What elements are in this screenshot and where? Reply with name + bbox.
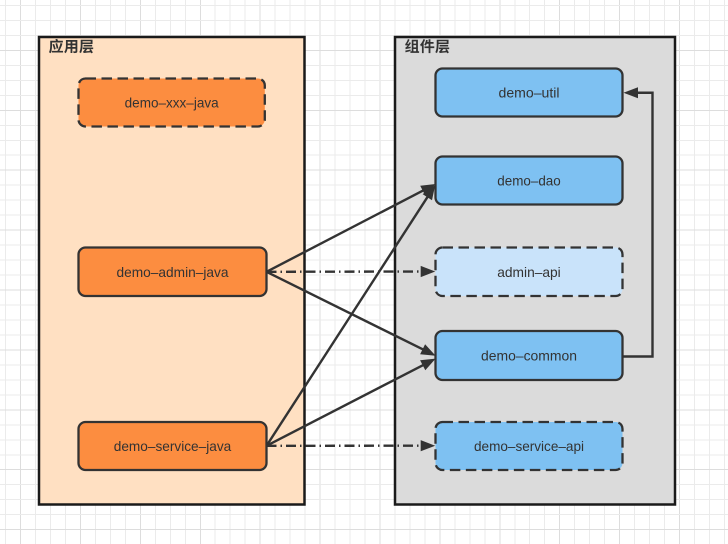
- svg-text:demo–dao: demo–dao: [497, 173, 561, 189]
- svg-text:demo–admin–java: demo–admin–java: [117, 264, 229, 280]
- svg-text:demo–xxx–java: demo–xxx–java: [125, 95, 219, 111]
- svg-text:admin–api: admin–api: [497, 264, 561, 280]
- svg-text:demo–service–java: demo–service–java: [114, 438, 232, 454]
- svg-text:demo–common: demo–common: [481, 348, 577, 364]
- svg-text:demo–service–api: demo–service–api: [474, 438, 584, 454]
- svg-text:demo–util: demo–util: [499, 85, 560, 101]
